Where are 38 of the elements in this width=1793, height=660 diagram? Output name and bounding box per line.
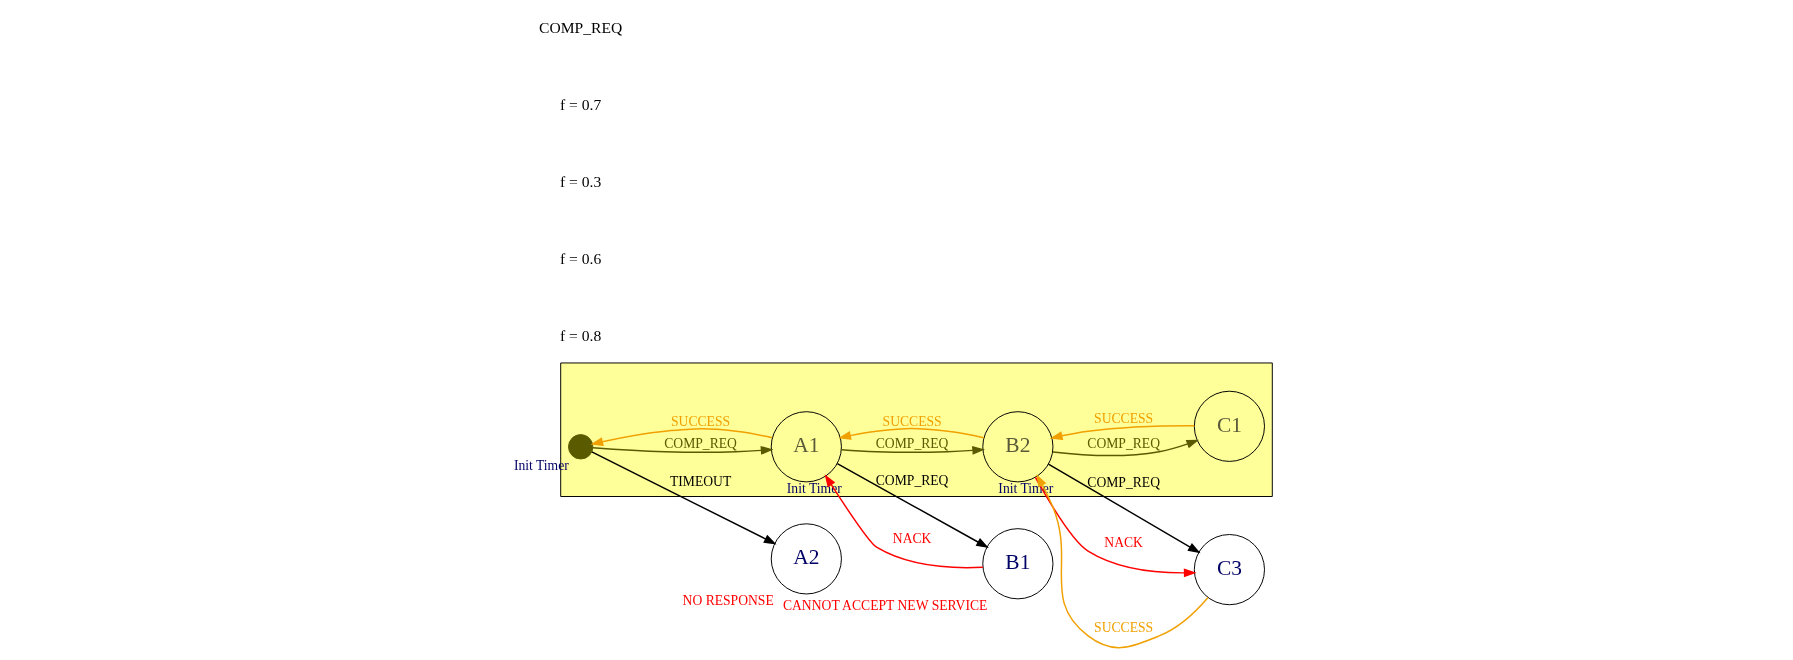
edge-label: NACK: [892, 531, 931, 547]
edge-label: COMP_REQ: [1086, 435, 1160, 451]
edge-label: COMP_REQ: [1086, 474, 1160, 490]
arrow: [837, 427, 984, 440]
label: f = 0.7: [559, 96, 601, 114]
node-circle: B1: [981, 528, 1053, 600]
label: f = 0.3: [559, 173, 601, 191]
node-circle: B2: [981, 411, 1053, 483]
arrow: [836, 462, 989, 549]
edge-label: SUCCESS: [670, 413, 730, 429]
edge-label: TIMEOUT: [669, 473, 731, 489]
node-circle: [567, 434, 593, 460]
arrow: [824, 474, 984, 569]
edge-label: COMP_REQ: [875, 435, 948, 451]
arrow: [1049, 425, 1195, 440]
arrow: [589, 428, 773, 447]
edge-label: SUCCESS: [882, 413, 942, 429]
node-circle: C3: [1193, 534, 1265, 606]
node-label: NO RESPONSE: [682, 592, 774, 608]
label: f = 0.8: [559, 327, 601, 345]
node-circle: A2: [770, 523, 842, 595]
arrow: [591, 445, 773, 455]
edge-label: NACK: [1103, 535, 1143, 551]
node-circle: A1: [770, 411, 842, 483]
edge-label: COMP_REQ: [663, 435, 737, 451]
node-circle: C1: [1193, 390, 1265, 462]
label: f = 0.6: [559, 250, 601, 268]
arrow: [1051, 439, 1199, 457]
edge-label: SUCCESS: [1093, 410, 1153, 426]
arrow: [840, 445, 985, 455]
label: COMP_REQ: [538, 19, 622, 37]
arrow: [590, 451, 777, 545]
edge-label: SUCCESS: [1093, 620, 1153, 636]
edge-label: COMP_REQ: [875, 473, 948, 488]
arrow: [1035, 474, 1209, 649]
arrow: [1034, 476, 1197, 578]
arrow: [1047, 463, 1201, 554]
node-label: CANNOT ACCEPT NEW SERVICE: [782, 597, 987, 613]
